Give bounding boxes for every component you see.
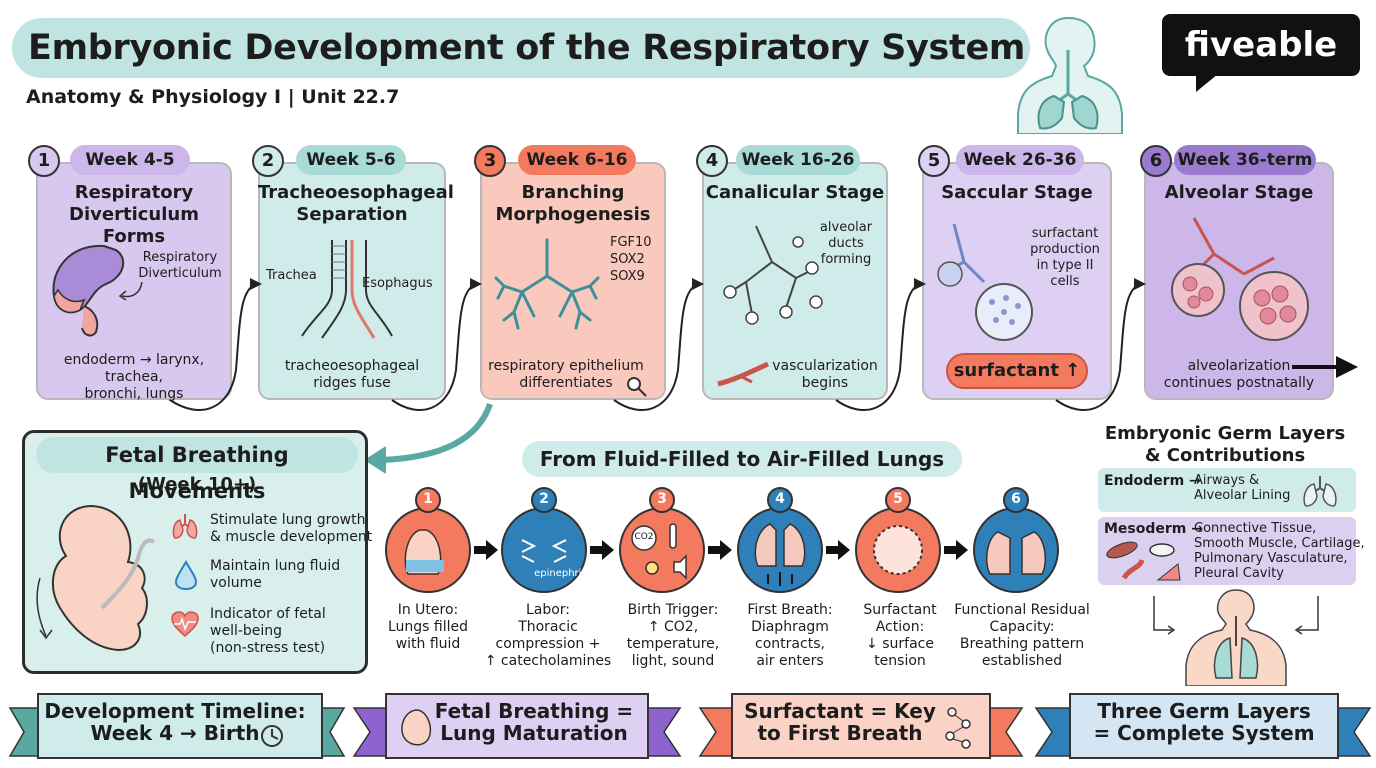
page-subtitle: Anatomy & Physiology I | Unit 22.7	[26, 86, 400, 108]
step-4-number: 4	[775, 491, 785, 507]
stage-4-number: 4	[696, 145, 728, 177]
co2-cloud-label: CO2	[634, 532, 654, 542]
mesoderm-name: Mesoderm →	[1104, 521, 1203, 537]
fetal-title-pill	[36, 437, 358, 473]
heart-monitor-icon	[171, 611, 199, 638]
fetal-subtitle: (Week 10+)	[137, 474, 257, 495]
stage-2-week: Week 5-6	[296, 145, 406, 175]
trachea-label: Trachea	[266, 268, 317, 283]
stage-5-number: 5	[918, 145, 950, 177]
stage-4-week: Week 16-26	[736, 145, 860, 175]
continue-arrow-icon	[1292, 356, 1358, 378]
epinephrine-label: epinephrine	[534, 568, 594, 579]
respiratory-system-icon	[1017, 16, 1123, 134]
fluid-steps-graphic	[385, 487, 1059, 593]
banner-timeline: Development Timeline:Week 4 → Birth	[44, 699, 306, 745]
endoderm-name: Endoderm →	[1104, 473, 1201, 489]
water-drop-icon	[174, 560, 198, 590]
stage-3-week: Week 6-16	[518, 145, 636, 175]
stage-3-card	[480, 162, 666, 400]
lungs-icon	[172, 514, 198, 539]
stage-6-week: Week 36-term	[1174, 145, 1316, 175]
surfactant-badge: surfactant ↑	[946, 353, 1088, 389]
embryo-diverticulum-icon	[52, 244, 125, 337]
magnifier-icon	[627, 377, 647, 397]
fetus-icon	[36, 504, 156, 652]
fetal-title: Fetal Breathing Movements	[105, 443, 289, 503]
banner-fetal: Fetal Breathing =Lung Maturation	[434, 699, 634, 745]
bottom-banners-graphic	[8, 693, 1372, 759]
stage-5-title: Saccular Stage	[941, 182, 1093, 203]
step-1-number: 1	[423, 491, 433, 507]
alveoli-cluster-icon	[1171, 217, 1309, 341]
trachea-esophagus-icon	[301, 240, 393, 339]
stage-2-number: 2	[252, 145, 284, 177]
step-3-circle	[619, 507, 705, 593]
pointer-arrow-icon	[118, 281, 143, 301]
gene-list: FGF10 SOX2 SOX9	[610, 234, 652, 285]
stage-5-week: Week 26-36	[956, 145, 1084, 175]
torso-lungs-icon	[1153, 589, 1319, 686]
stage-3-number: 3	[474, 145, 506, 177]
endoderm-lungs-icon	[1303, 476, 1337, 507]
mesoderm-desc: Connective Tissue,Smooth Muscle, Cartila…	[1194, 521, 1365, 581]
esophagus-label: Esophagus	[362, 276, 433, 291]
fluid-title: From Fluid-Filled to Air-Filled Lungs	[539, 447, 945, 471]
step-2-number: 2	[539, 491, 549, 507]
fetal-connector-arrow	[364, 402, 493, 474]
gene-fgf10: FGF10	[610, 235, 652, 250]
step-5-number: 5	[893, 491, 903, 507]
blood-vessel-icon	[717, 361, 770, 387]
step-6-number: 6	[1011, 491, 1021, 507]
fluid-title-pill	[522, 441, 962, 477]
fiveable-logo[interactable]: fiveable	[1162, 14, 1360, 76]
stage-4-title: Canalicular Stage	[705, 182, 885, 203]
germ-title: Embryonic Germ Layers& Contributions	[1104, 423, 1346, 466]
gene-sox2: SOX2	[610, 252, 645, 267]
canalicular-icon	[723, 225, 823, 325]
stage-1-number: 1	[28, 145, 60, 177]
mesoderm-row	[1098, 517, 1356, 585]
step-6-circle	[973, 507, 1059, 593]
step-2-circle	[501, 507, 587, 593]
branching-lung-icon	[494, 238, 600, 330]
fetal-item-1: Stimulate lung growth& muscle developmen…	[210, 512, 373, 545]
banner-germ: Three Germ Layers= Complete System	[1093, 699, 1315, 745]
page-title: Embryonic Development of the Respiratory…	[28, 28, 1026, 68]
logo-tail	[1196, 74, 1218, 92]
step-3-number: 3	[657, 491, 667, 507]
step-3-caption: Birth Trigger:↑ CO2,temperature,light, s…	[626, 602, 720, 669]
endoderm-desc: Airways &Alveolar Lining	[1194, 473, 1291, 503]
mesoderm-tissue-icons	[1106, 541, 1181, 581]
stage-6-title: Alveolar Stage	[1164, 182, 1314, 203]
saccular-icon	[937, 223, 1033, 341]
gene-sox9: SOX9	[610, 269, 645, 284]
stage-connectors	[169, 278, 1146, 411]
stage-1-caption: endoderm → larynx, trachea,bronchi, lung…	[63, 352, 205, 402]
stage-1-week: Week 4-5	[70, 145, 190, 175]
title-banner	[12, 18, 1030, 78]
stage-6-number: 6	[1140, 145, 1172, 177]
